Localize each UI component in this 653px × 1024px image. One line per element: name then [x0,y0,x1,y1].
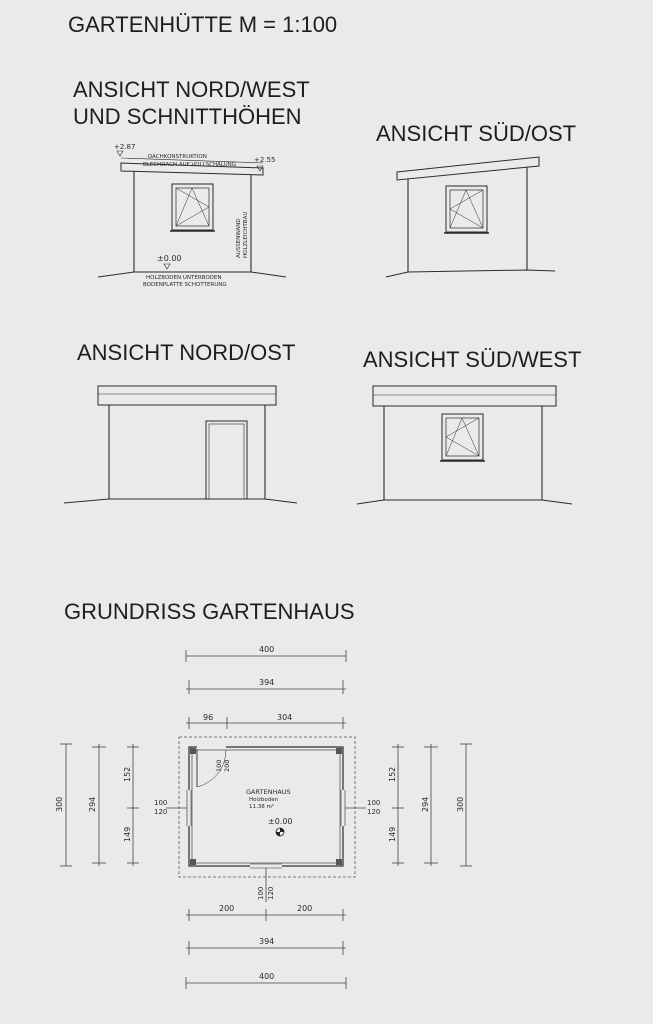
level-symbol-icon [275,827,285,837]
sw-window-frame [441,413,484,461]
no-door-frame [205,420,248,500]
nw-level-floor: ±0.00 [157,254,182,263]
corner-post-tr [336,748,342,754]
view-suedost-title: ANSICHT SÜD/OST [376,121,576,146]
dim-bottom-right-seg: 200 [297,904,312,913]
sw-roof [372,385,557,407]
dim-right-outer: 300 [456,797,465,812]
nw-level-left-marker [116,150,124,157]
window-right-b: 120 [367,808,380,816]
floor-plan: GRUNDRISS GARTENHAUS 400 394 96 304 100 [55,599,472,989]
nw-floor-note-1: HOLZBODEN UNTERBODEN [146,275,222,281]
dim-bottom-inner: 394 [259,937,274,946]
dim-top-inner: 394 [259,678,274,687]
view-nordwest-title-1: ANSICHT NORD/WEST [73,77,310,102]
view-suedost: ANSICHT SÜD/OST [376,121,576,278]
nw-level-floor-marker [163,263,171,270]
so-window-tilt [449,189,484,229]
sw-window-tilt [445,417,480,457]
nw-roof-note-1: DACHKONSTRUKTION [148,154,207,160]
nw-wall-note-1: AUSSENWAND [236,218,242,258]
room-name: GARTENHAUS [246,788,291,796]
dim-chain-right: 152 149 294 300 [388,743,472,867]
nw-wall-note-2: HOLZLEICHTBAU [243,212,249,258]
nw-window-sash [175,187,210,227]
view-nordwest: ANSICHT NORD/WEST UND SCHNITTHÖHEN +2.87… [73,77,310,288]
room-level: ±0.00 [268,817,293,826]
no-roof [97,385,277,406]
dim-left-upper: 152 [123,767,132,782]
window-bottom-b: 120 [267,887,275,900]
no-door-leaf [208,423,245,500]
no-ground [63,498,298,504]
nw-roof-note-2: BLECHDACH AUF VOLLSCHALUNG [143,162,236,168]
plan-walls-inner [191,749,341,864]
dim-left-lower: 149 [123,827,132,842]
so-ground [385,269,556,278]
door-dim-b: 200 [223,760,231,772]
corner-post-bl [190,859,196,865]
sw-ground [356,499,573,505]
sw-window-opening [445,417,480,457]
so-window-frame [445,185,488,233]
dim-right-inner: 294 [421,797,430,812]
window-bottom-a: 100 [257,887,265,900]
room-area: 11.38 m² [249,803,274,810]
nw-window-frame [171,183,214,231]
window-left-b: 120 [154,808,167,816]
so-roof [396,156,540,181]
dim-bottom-outer: 400 [259,972,274,981]
dim-left-outer: 300 [55,797,64,812]
dim-chain-top: 400 394 96 304 [185,645,347,729]
dim-bottom-left-seg: 200 [219,904,234,913]
nw-level-right: +2.55 [254,156,275,164]
view-suedwest-title: ANSICHT SÜD/WEST [363,347,581,372]
nw-level-right-marker [256,165,264,172]
nw-level-left: +2.87 [114,143,135,151]
door-swing [196,749,227,788]
plan-roof-outline [178,736,356,878]
nw-window-tilt [175,187,210,227]
sw-window-sash [445,417,480,457]
dim-top-left-seg: 96 [203,713,213,722]
window-right-a: 100 [367,799,380,807]
dim-left-inner: 294 [88,797,97,812]
dim-right-lower: 149 [388,827,397,842]
room-floor: Holzboden [249,797,279,803]
view-suedwest: ANSICHT SÜD/WEST [356,347,581,505]
nw-window-opening [175,187,210,227]
nw-roof [120,162,264,176]
dim-top-outer: 400 [259,645,274,654]
dim-chain-left: 300 294 152 149 [55,743,139,867]
window-left-a: 100 [154,799,167,807]
view-nordwest-title-2: UND SCHNITTHÖHEN [73,104,302,129]
door-dim-a: 100 [215,760,223,772]
dim-right-upper: 152 [388,767,397,782]
view-nordost: ANSICHT NORD/OST [63,340,298,504]
dim-top-right-seg: 304 [277,713,292,722]
so-window-sash [449,189,484,229]
nw-floor-note-2: BODENPLATTE SCHOTTERUNG [143,282,227,288]
corner-post-tl [190,748,196,754]
view-nordost-title: ANSICHT NORD/OST [77,340,295,365]
so-window-opening [449,189,484,229]
dim-chain-bottom: 200 200 394 400 [185,904,347,989]
nw-roof-top-line [120,157,264,164]
sheet-title: GARTENHÜTTE M = 1:100 [68,12,337,37]
corner-post-br [336,859,342,865]
plan-title: GRUNDRISS GARTENHAUS [64,599,355,624]
nw-ground [97,271,287,278]
